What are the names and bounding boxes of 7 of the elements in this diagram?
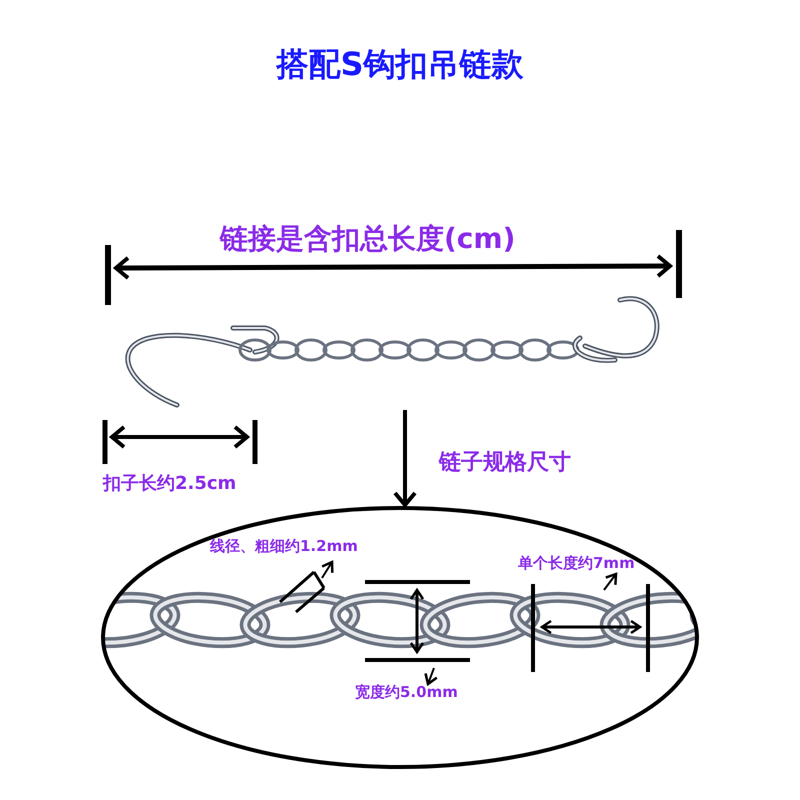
title: 搭配S钩扣吊链款 [274,44,525,85]
arrow [393,410,417,507]
dimension-label: 链接是含扣总长度(cm) [220,221,516,257]
dimension-label: 线径、粗细约1.2mm [210,536,358,557]
dimension-label: 宽度约5.0mm [355,682,458,703]
dimension-label: 单个长度约7mm [518,553,635,574]
dimension-label: 扣子长约2.5cm [103,472,236,496]
